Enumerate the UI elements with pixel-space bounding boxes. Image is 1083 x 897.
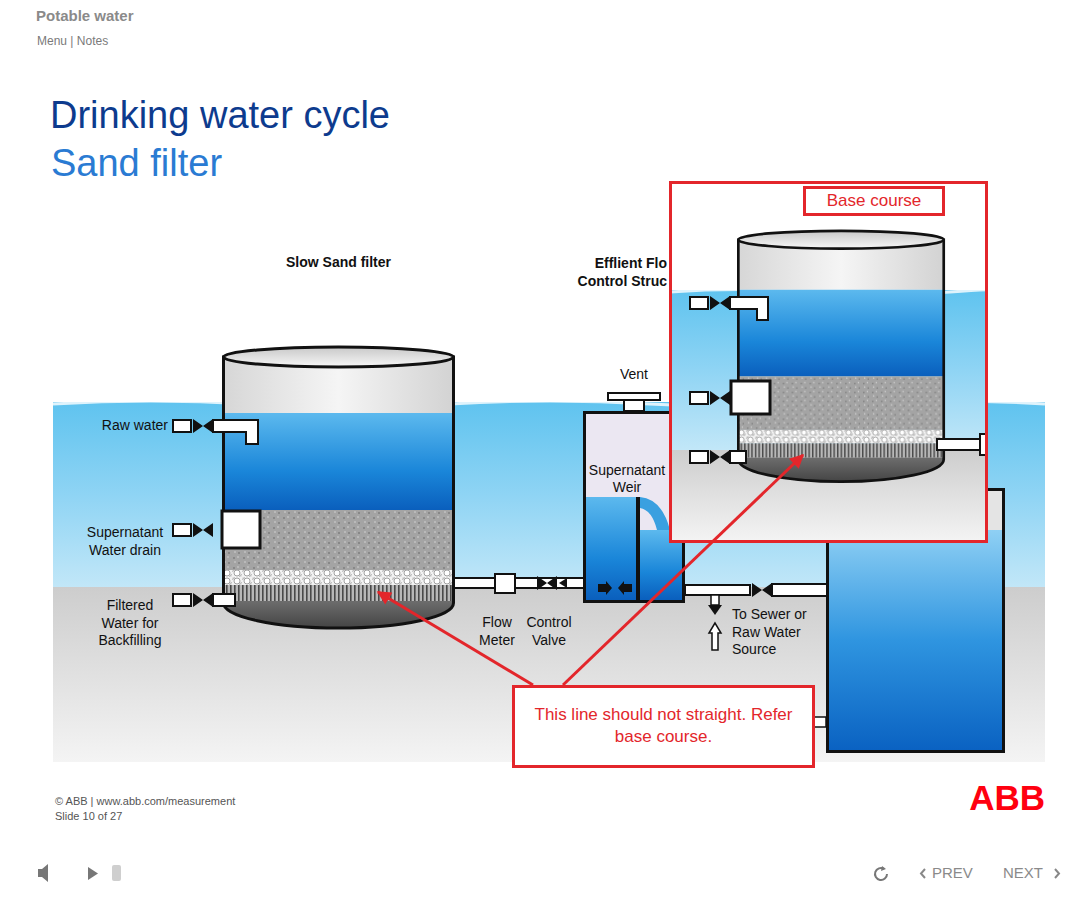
weir-label-holder: Supernatant Weir [588, 462, 666, 496]
replay-icon [881, 866, 886, 871]
flow-arrow [618, 581, 632, 595]
sewer-label: To Sewer or Raw Water Source [732, 606, 818, 659]
progress-bar [112, 865, 121, 881]
return-arrow [709, 623, 721, 650]
copyright-holder: © ABB | www.abb.com/measurement [55, 794, 335, 809]
valve-symbol [193, 593, 213, 607]
weir-wall [636, 497, 640, 601]
valve-symbol [710, 391, 730, 405]
prev-button: PREV [932, 864, 988, 882]
reservoir-water [829, 530, 1002, 750]
vent-stem [624, 400, 644, 411]
outlet-stub [730, 451, 746, 463]
pipe-end [690, 392, 708, 404]
drain-label-holder: Supernatant Water drain [73, 523, 177, 559]
prev-chevron [921, 869, 925, 878]
callout-text-holder: This line should not straight. Refer bas… [525, 704, 802, 748]
slide-number-holder: Slide 10 of 27 [55, 809, 255, 824]
weir-label: Supernatant Weir [588, 462, 666, 496]
structure-water [586, 497, 636, 600]
inlet-pipe [213, 420, 258, 444]
base-course-tag-holder: Base course [803, 186, 945, 216]
valve-symbol [193, 419, 213, 433]
check-arrow [559, 578, 567, 588]
zoomed-tank [737, 229, 945, 488]
meter-label: Flow Meter [473, 613, 521, 649]
reservoir-pipe [772, 584, 827, 596]
valve-symbol [752, 583, 772, 597]
pipe-end [173, 524, 191, 536]
weir-overflow [640, 497, 670, 530]
vent-cap [608, 393, 660, 400]
meter-label-holder: Flow Meter [473, 613, 521, 649]
sound-icon [38, 864, 48, 882]
brand-logo: ABB [945, 780, 1045, 816]
subtitle-holder: Sand filter [51, 141, 471, 185]
inlet-label: Raw water [58, 417, 168, 434]
valve-symbol [710, 450, 730, 464]
annotation-arrow [378, 592, 533, 685]
pipe-end [173, 594, 191, 606]
drain-label: Supernatant Water drain [73, 523, 177, 559]
inlet-label-holder: Raw water [58, 417, 168, 434]
drain-box [731, 381, 770, 414]
flow-meter-symbol [495, 574, 515, 593]
sewer-label-holder: To Sewer or Raw Water Source [732, 606, 818, 659]
inset-picture [670, 182, 987, 542]
valve-symbol [193, 523, 213, 537]
section-name: Potable water [36, 7, 256, 25]
structure-heading: Efflient Flo Control Struc [567, 254, 667, 290]
pipe-bore [455, 579, 583, 587]
subtitle: Sand filter [51, 141, 471, 185]
inlet-pipe [730, 297, 768, 320]
outlet-label: Filtered Water for Backfilling [88, 597, 172, 650]
flow-arrow [598, 581, 612, 595]
valve-symbol [710, 296, 730, 310]
tank-heading-holder: Slow Sand filter [212, 253, 465, 271]
sand-filter-tank [222, 345, 455, 635]
tank-heading: Slow Sand filter [212, 253, 465, 271]
tee-branch [711, 595, 719, 605]
flow-arrow [708, 605, 722, 615]
next-button-holder: NEXT [1003, 864, 1059, 882]
drain-box [222, 511, 260, 548]
copyright: © ABB | www.abb.com/measurement [55, 794, 335, 809]
inset-frame: Base course [669, 181, 988, 543]
outlet-label-holder: Filtered Water for Backfilling [88, 597, 172, 650]
arrow-line [378, 592, 533, 685]
callout-box: This line should not straight. Refer bas… [512, 685, 815, 768]
play-icon [88, 867, 98, 880]
replay-icon [875, 868, 887, 880]
menu-links-holder: Menu | Notes [37, 34, 177, 48]
vent-label: Vent [609, 366, 659, 383]
outlet-stub [213, 594, 235, 606]
prev-button-holder: PREV [932, 864, 988, 882]
filter-tank: Slow Sand filter [222, 345, 455, 630]
next-chevron [1055, 869, 1059, 878]
menu-links: Menu | Notes [37, 34, 177, 48]
section-name-holder: Potable water [36, 7, 256, 25]
base-course-tag: Base course [803, 186, 945, 216]
inset-ground [670, 182, 987, 542]
valve-label-holder: Control Valve [519, 613, 579, 649]
title-holder: Drinking water cycle [50, 93, 670, 137]
structure-heading-holder: Efflient Flo Control Struc [567, 254, 667, 290]
outlet-pipe [937, 439, 982, 450]
slide-title: Drinking water cycle [50, 93, 670, 137]
valve-label: Control Valve [519, 613, 579, 649]
callout-text: This line should not straight. Refer bas… [525, 704, 802, 748]
pipe-wall [455, 577, 583, 589]
brand-logo-holder: ABB [945, 780, 1045, 816]
next-button: NEXT [1003, 864, 1059, 882]
pipe-end [690, 297, 708, 309]
vent-label-holder: Vent [609, 366, 659, 383]
sewer-pipe [685, 585, 750, 595]
pipe-end [173, 420, 191, 432]
pipe-end [690, 451, 708, 463]
slide-number: Slide 10 of 27 [55, 809, 255, 824]
valve-symbol [537, 576, 557, 590]
